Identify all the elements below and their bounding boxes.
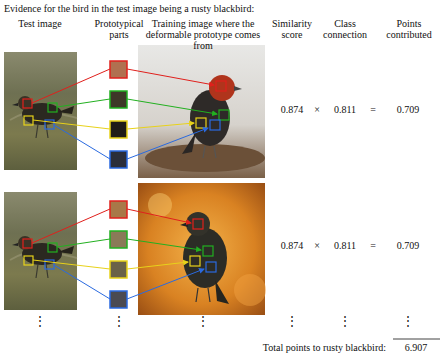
operator: ×: [310, 241, 324, 252]
column-header: Test image: [4, 19, 76, 30]
score-value: 0.811: [325, 105, 365, 116]
score-value: 0.709: [388, 105, 428, 116]
operator: ×: [310, 105, 324, 116]
column-header: Class connection: [319, 19, 371, 41]
ellipsis: ⋮: [30, 315, 50, 327]
ellipsis: ⋮: [335, 315, 355, 327]
operator: =: [366, 105, 380, 116]
ellipsis: ⋮: [109, 315, 129, 327]
total-label: Total points to rusty blackbird:: [206, 343, 386, 354]
total-value: 6.907: [394, 343, 438, 354]
score-value: 0.709: [388, 241, 428, 252]
ellipsis: ⋮: [193, 315, 213, 327]
column-header: Training image where the deformable prot…: [141, 19, 265, 51]
column-header: Points contributed: [381, 19, 437, 41]
column-header: Prototypical parts: [88, 19, 150, 41]
ellipsis: ⋮: [398, 315, 418, 327]
ellipsis: ⋮: [282, 315, 302, 327]
score-value: 0.874: [272, 241, 312, 252]
score-value: 0.874: [272, 105, 312, 116]
figure-title: Evidence for the bird in the test image …: [4, 4, 434, 15]
score-value: 0.811: [325, 241, 365, 252]
operator: =: [366, 241, 380, 252]
column-header: Similarity score: [266, 19, 318, 41]
